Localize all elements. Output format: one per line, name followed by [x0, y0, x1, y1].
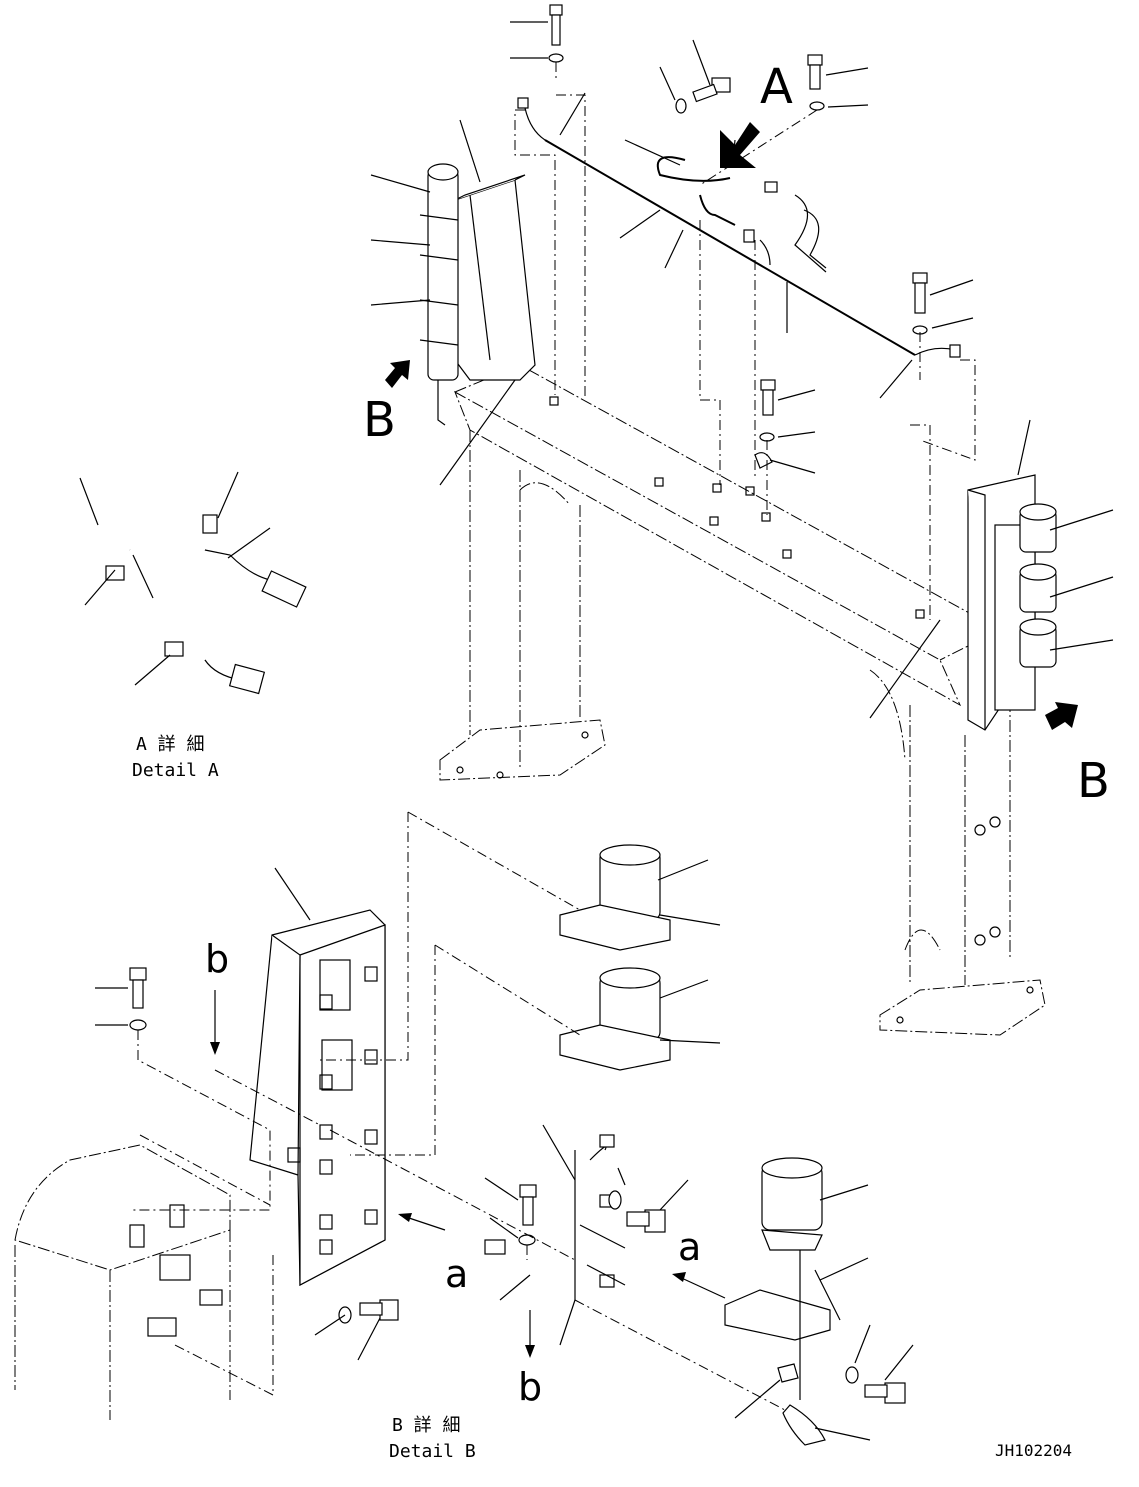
arrow-small-a-right-head — [672, 1272, 686, 1282]
arrow-small-b-bottom-head — [525, 1345, 535, 1358]
detail-b-bracket — [14, 844, 841, 1420]
fasteners — [129, 4, 928, 1446]
right-lamp-assembly — [967, 474, 1057, 731]
view-arrows — [210, 122, 1078, 1358]
arrow-small-b-top-head — [210, 1042, 220, 1055]
detail-a-caption-en: Detail A — [132, 760, 219, 781]
drawing-number: JH102204 — [995, 1441, 1072, 1460]
view-b-label-left: B — [363, 392, 396, 448]
arrow-b-left — [385, 360, 410, 388]
arrow-small-a-left-head — [398, 1213, 412, 1222]
detail-b-caption-en: Detail B — [389, 1441, 476, 1462]
left-lamp-assembly — [419, 163, 536, 426]
rops-frame — [439, 364, 1046, 1036]
detail-b-caption-jp: B 詳 細 — [392, 1415, 461, 1436]
sub-view-a-left: a — [445, 1252, 468, 1296]
wiring-harness — [517, 97, 961, 358]
assembly-lines — [130, 62, 976, 1411]
view-a-label-top: A — [760, 59, 793, 115]
labels: A B B b a a b A 詳 細 Detail A B 詳 細 Detai… — [132, 59, 1110, 1462]
sub-view-b-top: b — [205, 937, 229, 981]
detail-a-harness — [41, 514, 307, 695]
arrow-a-top — [720, 122, 760, 168]
view-b-label-right: B — [1077, 753, 1110, 809]
sub-view-b-bottom: b — [518, 1365, 542, 1409]
sub-view-a-right: a — [678, 1225, 701, 1269]
arrow-b-right — [1045, 702, 1078, 730]
leader-lines — [79, 21, 1114, 1441]
right-beacon-lamps — [1019, 503, 1057, 668]
detail-a-caption-jp: A 詳 細 — [136, 734, 205, 755]
